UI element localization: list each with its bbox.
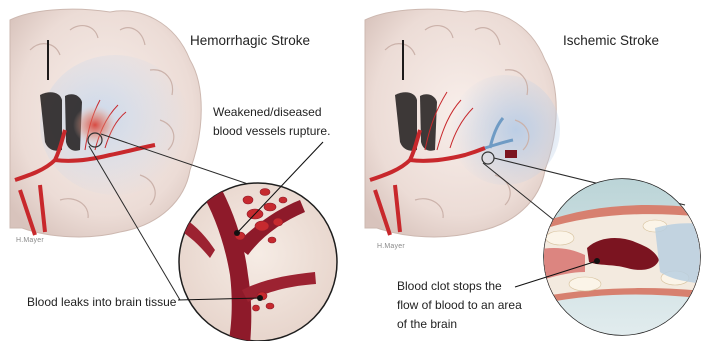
magnified-view <box>176 183 337 341</box>
magnified-view <box>535 170 709 341</box>
panel-title: Ischemic Stroke <box>563 31 659 50</box>
annotation-line: Blood clot stops the <box>397 277 502 296</box>
annotation-line: Blood leaks into brain tissue <box>27 293 176 312</box>
annotation-line: blood vessels rupture. <box>213 122 330 141</box>
artist-credit: H.Mayer <box>16 237 44 244</box>
ischemic-panel: Ischemic Stroke Blood clot stops the flo… <box>355 0 709 341</box>
artist-credit: H.Mayer <box>377 243 405 250</box>
annotation-line: of the brain <box>397 315 457 334</box>
brain-cross-section <box>365 9 560 237</box>
panel-title: Hemorrhagic Stroke <box>190 31 310 50</box>
brain-cross-section <box>10 9 201 237</box>
hemorrhagic-panel: Hemorrhagic Stroke Weakened/diseased blo… <box>0 0 354 341</box>
hemorrhagic-illustration <box>0 0 354 341</box>
annotation-line: Weakened/diseased <box>213 103 322 122</box>
annotation-line: flow of blood to an area <box>397 296 522 315</box>
